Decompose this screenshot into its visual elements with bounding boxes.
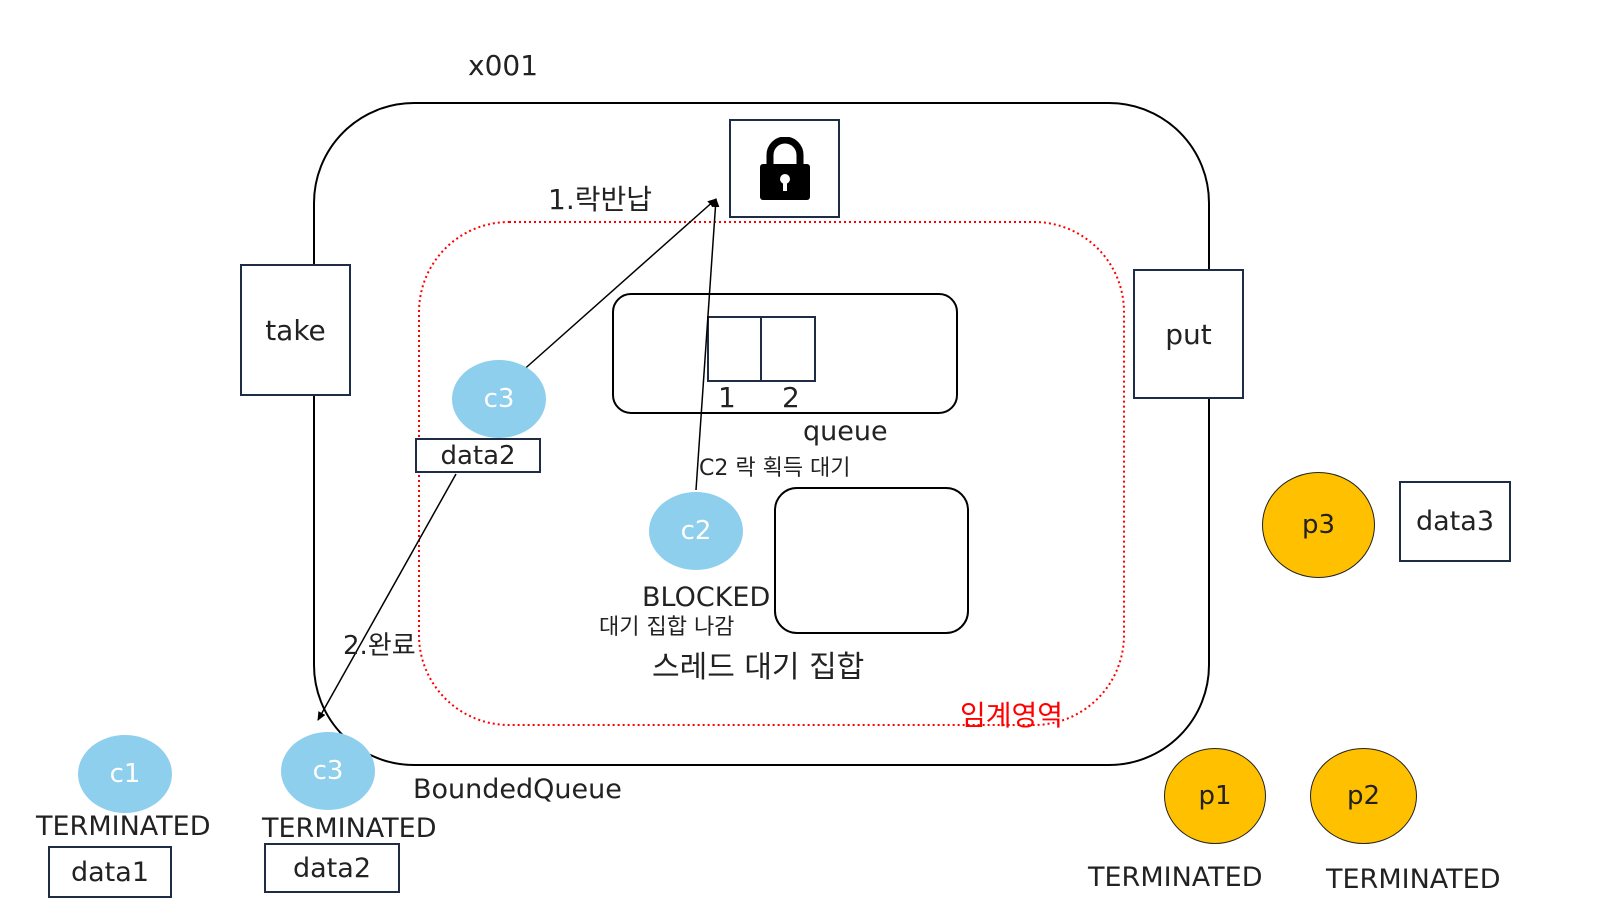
c3-held-data-label: data2: [440, 440, 516, 471]
wait-set-label: 스레드 대기 집합: [652, 650, 865, 685]
queue-box: [612, 293, 958, 414]
thread-p2: p2: [1310, 748, 1417, 844]
put-method-label: put: [1165, 317, 1212, 351]
bounded-queue-monitor: [313, 102, 1210, 766]
take-method-label: take: [265, 313, 326, 347]
complete-label: 2.완료: [343, 631, 416, 661]
thread-c3-active: c3: [452, 360, 546, 438]
critical-section-label: 임계영역: [960, 699, 1064, 732]
monitor-reference-label: x001: [468, 49, 539, 82]
thread-c1-state: TERMINATED: [36, 811, 211, 842]
queue-slot-2-index: 2: [782, 381, 800, 414]
take-method-box: take: [240, 264, 351, 396]
thread-c2: c2: [649, 492, 743, 570]
thread-p1-state: TERMINATED: [1088, 862, 1263, 893]
c1-data-box: data1: [48, 846, 172, 898]
lock-box: [729, 119, 840, 218]
queue-slot-1: [707, 316, 762, 382]
c2-lock-wait-arrow: [695, 198, 720, 491]
thread-p1: p1: [1164, 748, 1266, 844]
queue-slot-2: [760, 316, 816, 382]
thread-p2-label: p2: [1346, 781, 1381, 811]
wait-set-box: [774, 487, 969, 634]
thread-p3: p3: [1262, 472, 1375, 578]
thread-p1-label: p1: [1198, 781, 1232, 811]
release-lock-arrow: [519, 198, 717, 374]
bounded-queue-label: BoundedQueue: [413, 774, 622, 805]
thread-c2-note: 대기 집합 나감: [599, 615, 735, 640]
p3-data-box: data3: [1399, 481, 1511, 562]
thread-c1: c1: [78, 735, 172, 813]
thread-c1-label: c1: [109, 759, 141, 789]
queue-slot-1-index: 1: [718, 381, 736, 414]
thread-c2-label: c2: [680, 516, 712, 546]
release-lock-label: 1.락반납: [548, 183, 652, 216]
complete-arrow: [317, 473, 457, 721]
thread-c2-state: BLOCKED: [642, 582, 771, 613]
c3-held-data-box: data2: [415, 438, 541, 473]
thread-c3-terminated-label: c3: [312, 756, 344, 786]
thread-c3-active-label: c3: [483, 384, 515, 414]
p3-data-label: data3: [1416, 506, 1494, 537]
queue-label: queue: [803, 416, 888, 447]
thread-c3-terminated-state: TERMINATED: [262, 813, 437, 844]
thread-c3-terminated: c3: [281, 732, 375, 810]
lock-icon: [759, 136, 810, 200]
put-method-box: put: [1133, 269, 1244, 399]
c3-data-label: data2: [293, 852, 371, 884]
c2-lock-wait-note: C2 락 획득 대기: [699, 456, 851, 481]
thread-p3-label: p3: [1301, 510, 1336, 540]
c1-data-label: data1: [71, 856, 149, 888]
thread-p2-state: TERMINATED: [1326, 864, 1501, 895]
c3-data-box: data2: [264, 843, 400, 893]
